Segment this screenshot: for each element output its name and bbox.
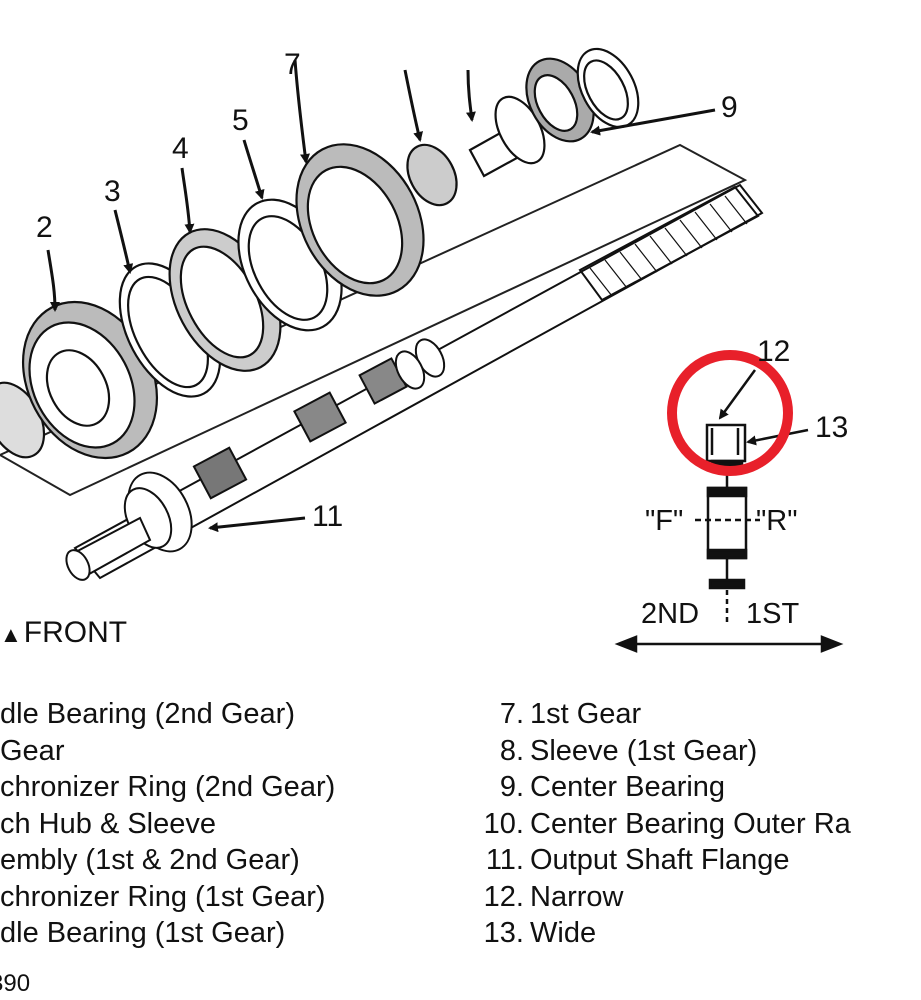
callout-12: 12 [757, 335, 791, 368]
legend-item: 13.Wide [483, 917, 597, 949]
callout-11: 11 [312, 500, 344, 533]
legend-item: chronizer Ring (1st Gear) [0, 880, 326, 913]
callout-4: 4 [172, 132, 189, 165]
leader-arrows [46, 59, 716, 533]
callout-2: 2 [36, 211, 53, 244]
legend-item: dle Bearing (1st Gear) [0, 917, 286, 949]
label-r: "R" [756, 505, 798, 537]
legend-item: chronizer Ring (2nd Gear) [0, 771, 336, 803]
legend-left: dle Bearing (2nd Gear) Gear chronizer Ri… [0, 696, 430, 952]
legend-item: 9.Center Bearing [499, 771, 726, 803]
front-indicator: ▲FRONT [0, 616, 127, 650]
callout-3: 3 [104, 175, 121, 208]
label-1st: 1ST [746, 598, 800, 630]
legend-right: 7.1st Gear 8.Sleeve (1st Gear) 9.Center … [462, 696, 851, 952]
callout-7: 7 [284, 48, 301, 81]
legend-item: 12.Narrow [483, 880, 624, 913]
legend-item: embly (1st & 2nd Gear) [0, 844, 300, 876]
output-shaft [65, 183, 764, 581]
gear-train [0, 47, 640, 460]
legend-item: 11.Output Shaft Flange [485, 844, 790, 876]
legend-item: 8.Sleeve (1st Gear) [499, 734, 758, 767]
legend-item: Gear [0, 734, 65, 767]
front-arrow-icon: ▲ [0, 622, 22, 647]
legend-item: dle Bearing (2nd Gear) [0, 698, 295, 730]
arrow-12 [718, 369, 757, 420]
callout-9: 9 [721, 91, 738, 124]
label-2nd: 2ND [641, 598, 700, 630]
figure-number: 390 [0, 970, 31, 997]
legend-item: ch Hub & Sleeve [0, 807, 217, 840]
callout-5: 5 [232, 104, 249, 137]
legend-item: 7.1st Gear [499, 698, 642, 730]
label-f: "F" [645, 505, 684, 537]
highlight-circle [667, 350, 793, 476]
direction-arrow [614, 635, 844, 653]
shift-detail [695, 423, 760, 625]
callout-13: 13 [815, 411, 849, 444]
front-label: FRONT [23, 616, 128, 649]
legend-item: 10.Center Bearing Outer Ra [483, 807, 851, 840]
assembly-frame [0, 143, 748, 497]
